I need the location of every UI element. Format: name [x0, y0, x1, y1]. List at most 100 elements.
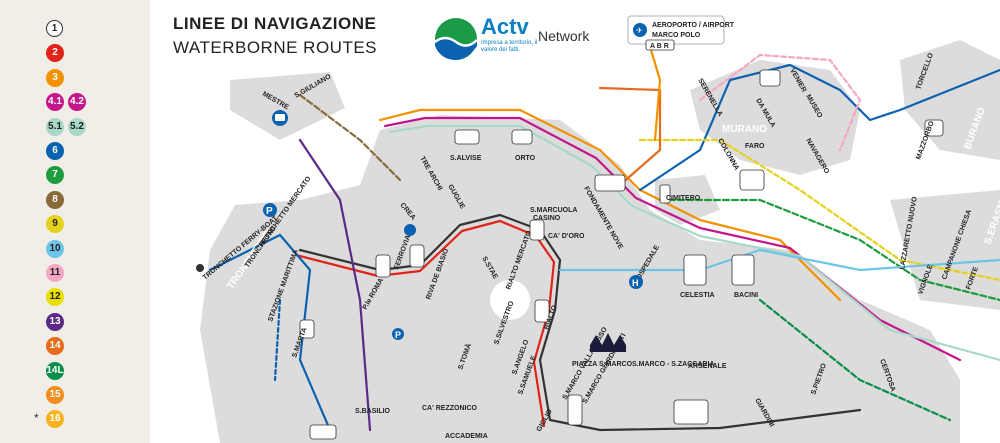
- cimitero-label: CIMITERO: [666, 195, 701, 202]
- airport-name: MARCO POLO: [652, 32, 701, 39]
- faro-label: FARO: [745, 143, 765, 150]
- brand-tagline: Impresa a territorio, il valore dei fatt…: [481, 40, 538, 53]
- stop-marker[interactable]: [534, 299, 550, 323]
- route-line-6: [638, 63, 1000, 192]
- accademia-label: ACCADEMIA: [445, 433, 488, 440]
- brand-name: Actv: [481, 14, 529, 39]
- airport-lines: A B R: [650, 43, 669, 50]
- line-badge[interactable]: 14: [46, 337, 64, 356]
- line-badge[interactable]: 14L: [46, 361, 64, 380]
- line-badge[interactable]: 16: [46, 410, 64, 429]
- stop-marker[interactable]: [759, 69, 781, 87]
- route-line-14L: [758, 298, 952, 422]
- asterisk-note: *: [34, 411, 39, 426]
- smarcuola-label: S.MARCUOLA: [530, 207, 577, 214]
- stop-marker[interactable]: [673, 399, 709, 425]
- svg-text:H: H: [632, 278, 639, 288]
- casino-label: CASINO: [533, 215, 561, 222]
- mestre-land: [230, 72, 345, 140]
- airplane-icon: ✈: [636, 26, 643, 35]
- stop-marker[interactable]: [659, 184, 671, 204]
- bacini-label: BACINI: [734, 292, 758, 299]
- route-lines: [208, 38, 1000, 432]
- stops: [299, 69, 944, 440]
- stop-marker[interactable]: [739, 169, 765, 191]
- legend-row: 14L: [0, 361, 150, 380]
- ca-rezzonico-label: CA' REZZONICO: [422, 405, 477, 412]
- route-line-9: [638, 138, 1000, 282]
- route-line-10: [558, 248, 1000, 272]
- stop-marker[interactable]: [309, 424, 337, 440]
- line-badge[interactable]: 5.2: [68, 117, 86, 136]
- stop-marker[interactable]: [299, 319, 315, 339]
- legend-row: 11: [0, 264, 150, 282]
- line-badge[interactable]: 4.2: [68, 93, 86, 112]
- map-subtitle: WATERBORNE ROUTES: [173, 38, 378, 57]
- line-badge[interactable]: 6: [46, 142, 64, 160]
- line-badge[interactable]: 13: [46, 312, 64, 331]
- stop-marker[interactable]: [567, 394, 583, 426]
- orto-label: ORTO: [515, 155, 536, 162]
- legend-row: 2: [0, 44, 150, 63]
- stop-marker[interactable]: [731, 254, 755, 286]
- smarco-zaccaria-label: S.MARCO - S.ZACCARIA: [632, 361, 714, 368]
- route-line-mestre: [298, 93, 402, 182]
- line-badge[interactable]: 12: [46, 288, 64, 307]
- route-line-airport: [646, 38, 662, 142]
- line-badge[interactable]: 15: [46, 386, 64, 404]
- line-badge[interactable]: 11: [46, 264, 64, 282]
- legend-row: 13: [0, 312, 150, 331]
- cadoro-label: CA' D'ORO: [548, 233, 585, 240]
- stop-marker[interactable]: [454, 129, 480, 145]
- legend-row: 1: [0, 20, 150, 38]
- network-label: Network: [538, 28, 590, 44]
- legend-row: 14: [0, 337, 150, 356]
- sbasilio-label: S.BASILIO: [355, 408, 391, 415]
- stop-marker[interactable]: [375, 254, 391, 278]
- svg-text:P: P: [266, 206, 273, 217]
- legend-row: 10: [0, 239, 150, 258]
- santerasmo-land: [890, 190, 1000, 310]
- stop-marker[interactable]: [683, 254, 707, 286]
- murano-land: [690, 60, 860, 175]
- stop-marker[interactable]: [529, 219, 545, 241]
- line-badge[interactable]: 7: [46, 166, 64, 185]
- route-line-13: [298, 138, 372, 432]
- line-badge[interactable]: 10: [46, 239, 64, 258]
- line-badge[interactable]: 4.1: [46, 93, 64, 112]
- route-line-11: [698, 53, 862, 152]
- actv-logo: Actv Impresa a territorio, il valore dei…: [433, 14, 543, 64]
- stop-marker[interactable]: [511, 129, 533, 145]
- actv-emblem-icon: [434, 18, 478, 60]
- route-line-2: [294, 219, 556, 428]
- route-line-7: [658, 198, 1000, 302]
- celestia-label: CELESTIA: [680, 292, 715, 299]
- airport-label: AEROPORTO / AIRPORT: [652, 22, 735, 29]
- line-badge[interactable]: 9: [46, 215, 64, 234]
- airport-box[interactable]: ✈ AEROPORTO / AIRPORT MARCO POLO A B R: [627, 15, 735, 51]
- hospital-icon: [629, 275, 643, 289]
- svg-text:P: P: [395, 330, 401, 340]
- stop-marker[interactable]: [924, 119, 944, 137]
- route-line-n: [273, 298, 282, 382]
- parking-icon: [392, 328, 404, 340]
- map-title: LINEE DI NAVIGAZIONE: [173, 14, 377, 33]
- line-badge[interactable]: 2: [46, 44, 64, 63]
- map-icons: P P H: [196, 110, 643, 352]
- line-badge[interactable]: 5.1: [46, 117, 64, 136]
- route-line-3: [378, 108, 842, 302]
- line-badge[interactable]: 1: [46, 20, 63, 37]
- line-badge[interactable]: 8: [46, 190, 64, 209]
- route-line-tronchetto: [208, 233, 332, 432]
- line-badge[interactable]: 3: [46, 68, 64, 87]
- venice-land: [200, 115, 960, 443]
- waterborne-routes-map: ✈ AEROPORTO / AIRPORT MARCO POLO A B R M…: [196, 15, 1000, 443]
- stop-marker[interactable]: [409, 244, 425, 268]
- stop-marker[interactable]: [594, 174, 626, 192]
- route-line-5: [388, 124, 1000, 362]
- legend-row: 15: [0, 386, 150, 404]
- legend-row: 7: [0, 166, 150, 185]
